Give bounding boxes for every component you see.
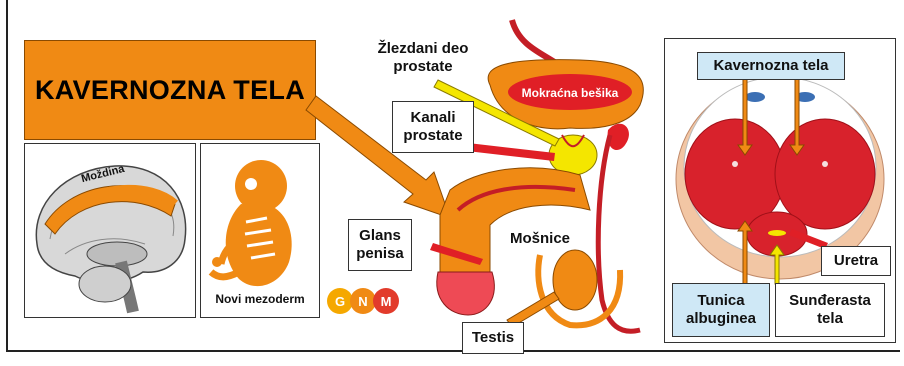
embryo-caption: Novi mezoderm [201,292,319,306]
cavernous-box: Kavernozna tela [697,52,845,80]
brain-panel: Moždina [24,143,196,318]
testis-box: Testis [462,322,524,354]
embryo-illustration [201,144,319,294]
bladder-label: Mokraćna bešika [522,86,619,100]
cavernous-label: Kavernozna tela [713,57,828,75]
glandular-prostate-label: Žlezdani deo prostate [351,40,495,76]
glans-box: Glans penisa [348,219,412,271]
prostate-ducts-label: Kanali prostate [403,109,462,145]
glans-label: Glans penisa [356,227,404,263]
tunica-box: Tunica albuginea [672,283,770,337]
prostate-ducts-box: Kanali prostate [392,101,474,153]
urethra-box: Uretra [821,246,891,276]
tunica-label: Tunica albuginea [686,292,756,328]
embryo-panel: Novi mezoderm [200,143,320,318]
spongy-box: Sunđerasta tela [775,283,885,337]
urethra-label: Uretra [834,252,878,270]
spongy-label: Sunđerasta tela [789,292,871,328]
testis-label: Testis [472,329,514,347]
scrotum-label: Mošnice [510,230,570,248]
